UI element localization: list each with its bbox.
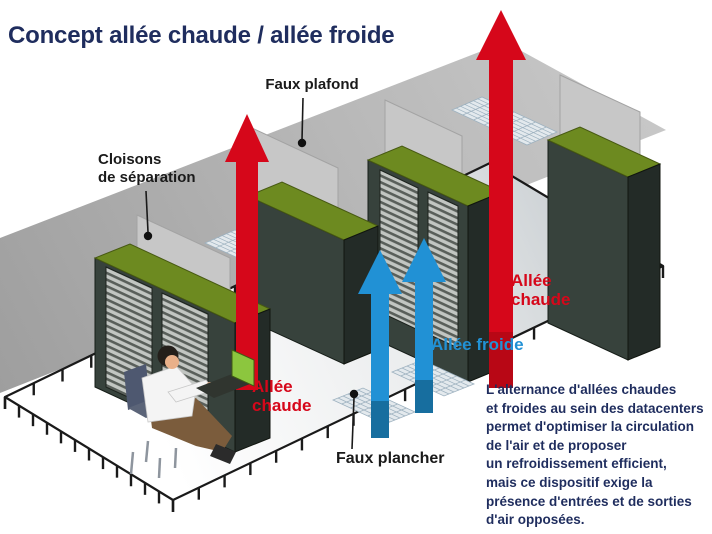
pointer-line-faux-plancher — [351, 397, 355, 450]
hot-air-arrow-left — [225, 114, 269, 390]
decor-line — [462, 101, 493, 116]
laptop-keyboard — [196, 374, 250, 398]
label-allee-chaude-left: Allée chaude — [252, 377, 312, 415]
pointer-line-cloisons — [145, 190, 149, 233]
label-cloisons-de-separation: Cloisons de séparation — [98, 151, 196, 186]
cold-air-arrow-1 — [358, 250, 402, 438]
operator-figure — [124, 345, 255, 479]
chair-back — [124, 364, 150, 410]
description-text: L'alternance d'allées chaudes et froides… — [486, 382, 704, 528]
label-allee-chaude-right: Allée chaude — [511, 271, 571, 309]
label-faux-plancher: Faux plancher — [336, 450, 445, 467]
page-title: Concept allée chaude / allée froide — [8, 22, 395, 49]
rack-row-4 — [546, 74, 662, 361]
person-face — [165, 355, 179, 369]
hot-air-arrow-right — [476, 10, 526, 388]
laptop-screen — [231, 349, 255, 387]
person-shoe — [210, 444, 236, 464]
decor-line — [516, 126, 547, 141]
cold-air-arrow-2 — [402, 238, 446, 413]
leader-lines — [143, 97, 359, 450]
label-faux-plafond: Faux plafond — [265, 76, 359, 93]
pointer-line-faux-plafond — [301, 97, 304, 141]
rack-row-2 — [246, 127, 380, 365]
label-allee-froide: Allée froide — [431, 335, 524, 354]
